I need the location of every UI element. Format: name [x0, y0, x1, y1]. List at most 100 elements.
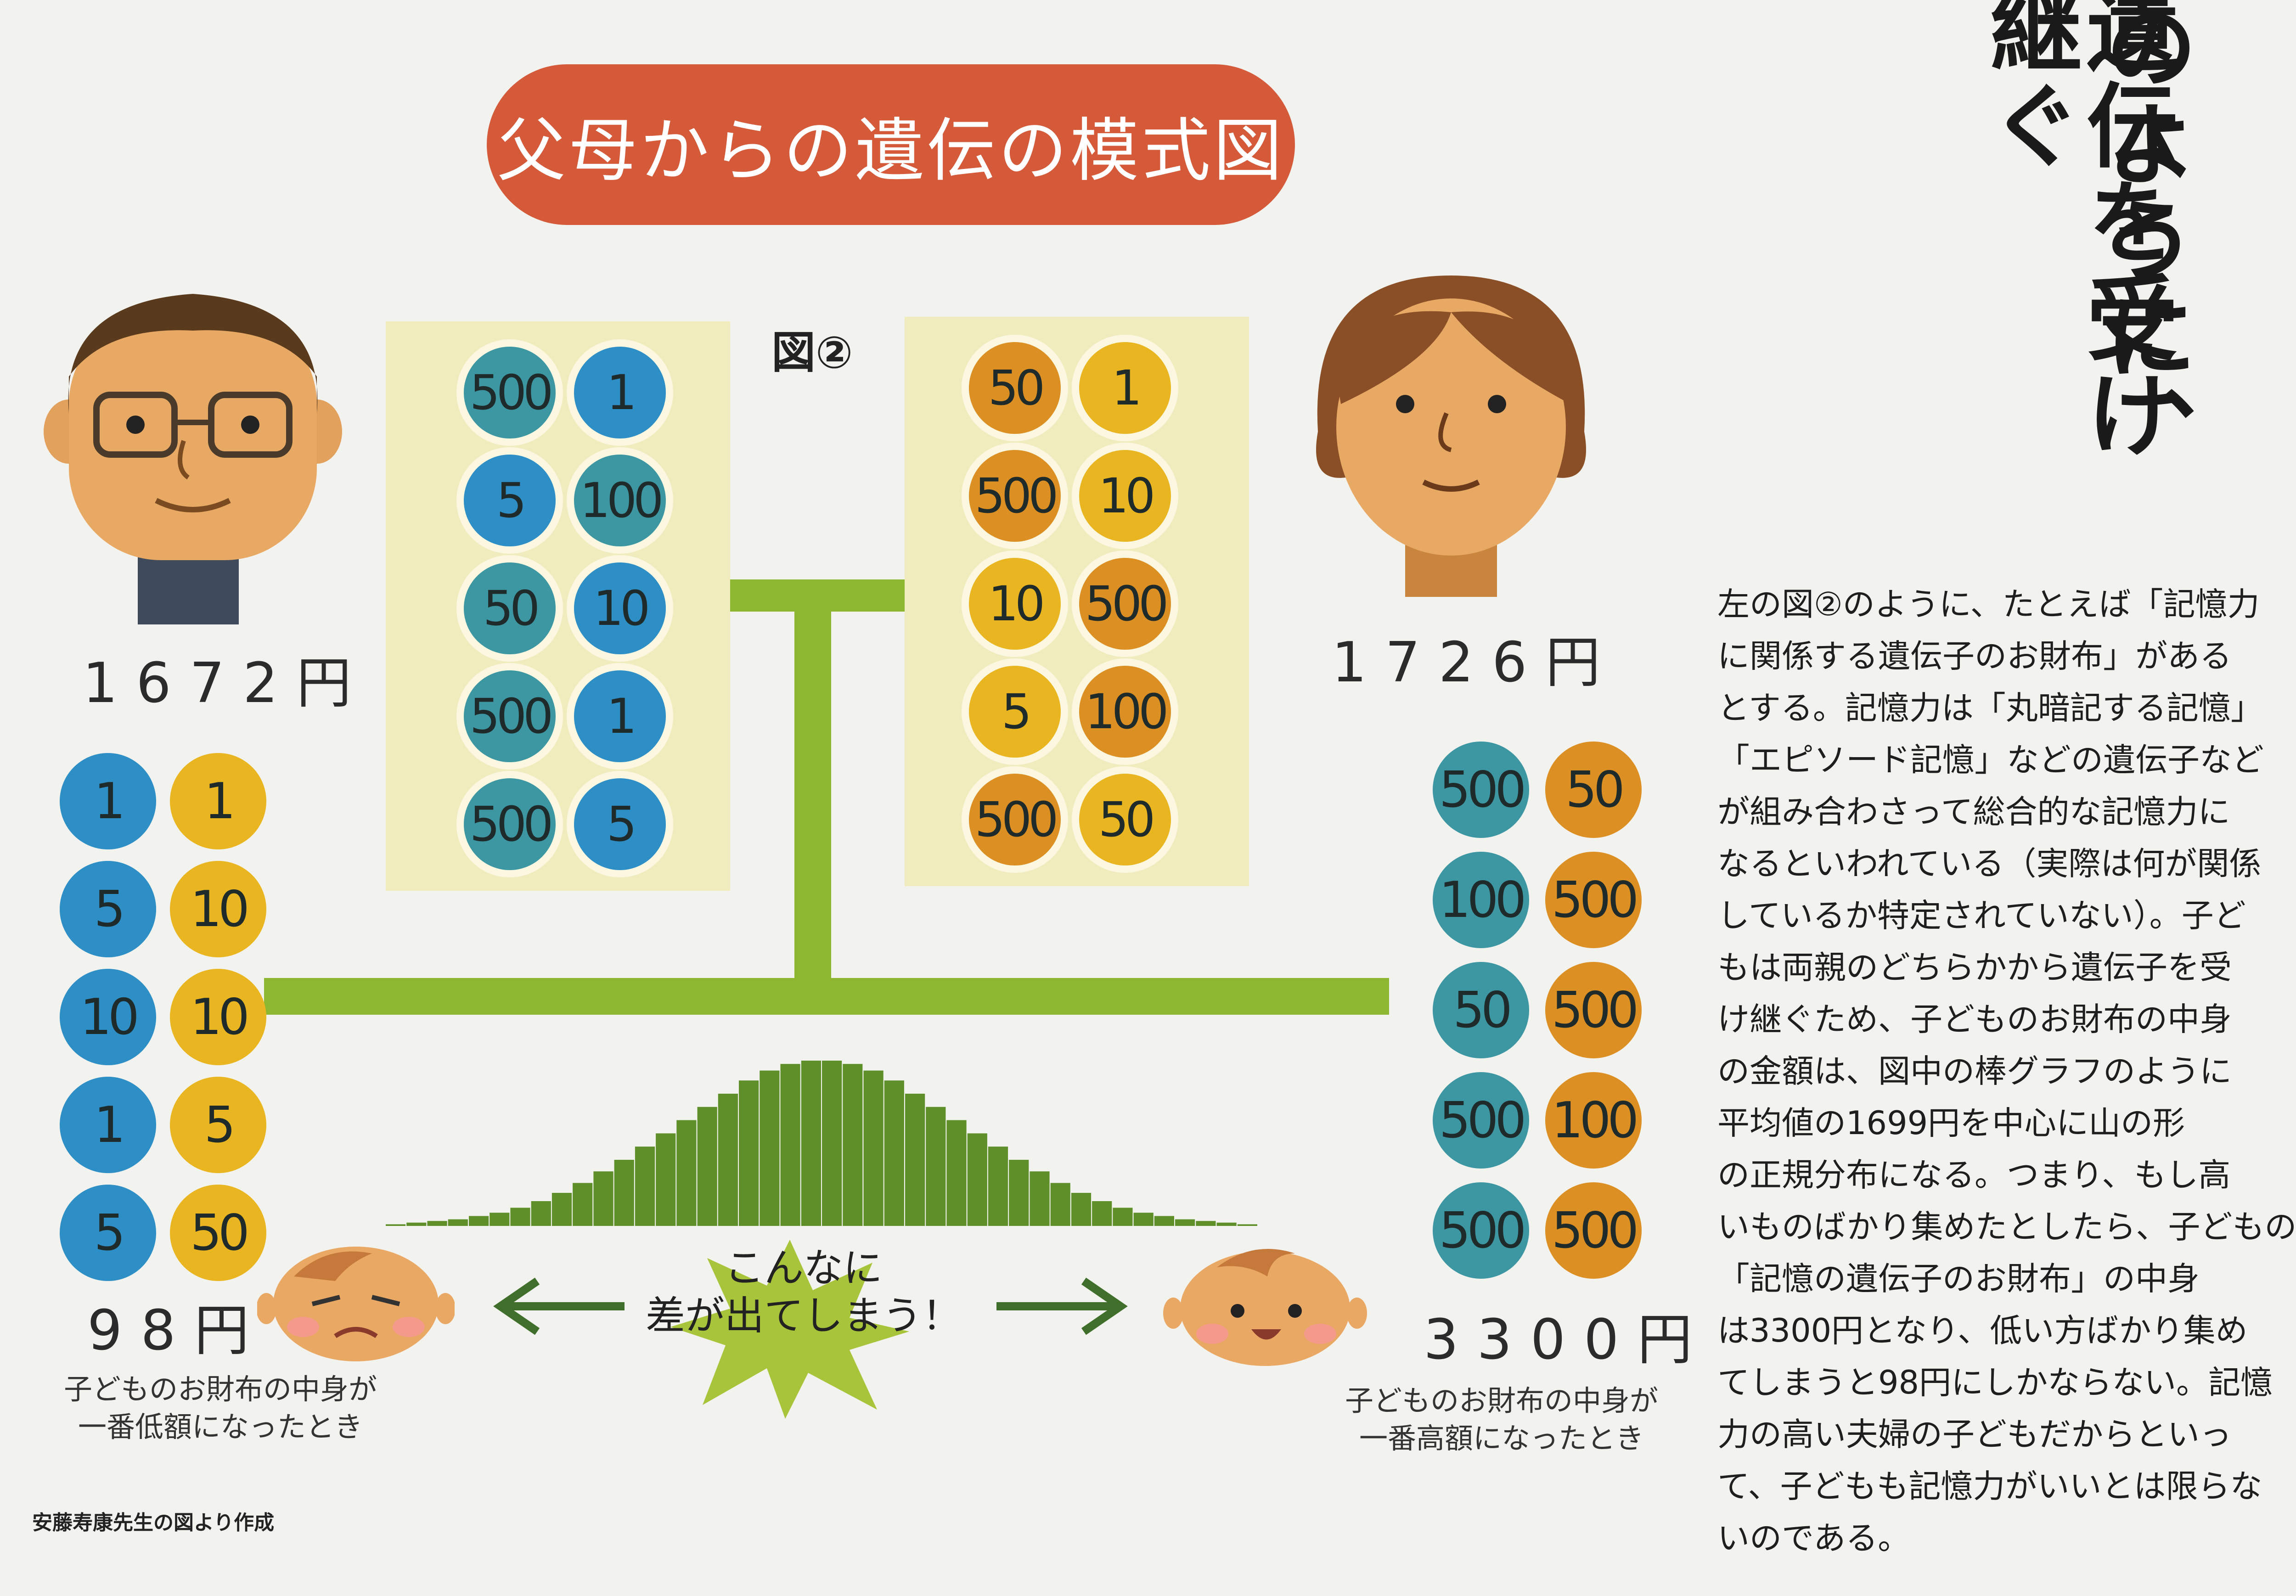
body-line: いのである。: [1717, 1519, 1910, 1557]
coin: 10: [1079, 450, 1171, 542]
coin: 500: [1433, 1182, 1529, 1279]
body-line: の金額は、図中の棒グラフのように: [1717, 1052, 2232, 1090]
body-line: 「エピソード記憶」などの遺伝子など: [1717, 741, 2264, 779]
distribution-bar: [1154, 1216, 1174, 1226]
father-total: 1672円: [83, 652, 370, 715]
coin: 5: [60, 861, 156, 957]
coin: 500: [1545, 962, 1642, 1058]
body-line: 平均値の1699円を中心に山の形: [1717, 1104, 2185, 1142]
distribution-bar: [843, 1064, 863, 1226]
coin: 5: [574, 778, 666, 870]
distribution-bar: [427, 1221, 447, 1226]
body-line: に関係する遺伝子のお財布」がある: [1717, 637, 2232, 675]
distribution-bar: [697, 1107, 717, 1226]
high-caption-line-2: 一番高額になったとき: [1359, 1422, 1644, 1455]
distribution-bar: [635, 1146, 655, 1226]
coin: 100: [1545, 1072, 1642, 1169]
body-line: の正規分布になる。つまり、もし高: [1717, 1156, 2231, 1194]
coin: 1: [60, 1077, 156, 1173]
father-illustration: [44, 294, 342, 624]
distribution-bar: [656, 1133, 676, 1226]
distribution-bar: [448, 1219, 468, 1226]
high-child-total: 3300円: [1424, 1308, 1711, 1372]
distribution-bar: [593, 1171, 613, 1226]
difference-warning: こんなに 差が出てしまう！: [625, 1244, 983, 1340]
body-line: もは両親のどちらかから遺伝子を受: [1717, 949, 2232, 986]
warning-line-1: こんなに: [725, 1245, 883, 1291]
coin: 50: [170, 1185, 266, 1281]
coin: 500: [1433, 742, 1529, 838]
coin: 1: [574, 347, 666, 438]
distribution-bar: [676, 1120, 697, 1226]
distribution-bar: [863, 1070, 884, 1226]
distribution-bar: [967, 1133, 987, 1226]
coin: 1: [1079, 342, 1171, 434]
coin: 50: [1545, 742, 1642, 838]
high-caption-line-1: 子どものお財布の中身が: [1345, 1384, 1658, 1417]
mother-total: 1726円: [1332, 631, 1619, 695]
coin: 500: [464, 670, 556, 762]
coin: 1: [574, 670, 666, 762]
distribution-bar: [573, 1183, 593, 1226]
body-line: が組み合わさって総合的な記憶力に: [1717, 793, 2230, 831]
mother-panel: [905, 317, 1249, 886]
coin: 50: [1433, 962, 1529, 1058]
distribution-bar: [614, 1160, 634, 1226]
distribution-bar: [760, 1070, 780, 1226]
scale-stem: [794, 597, 831, 996]
coin: 10: [170, 861, 266, 957]
distribution-bar: [905, 1094, 925, 1226]
coin: 100: [1433, 852, 1529, 948]
distribution-bar: [386, 1224, 406, 1226]
warning-line-2: 差が出てしまう！: [646, 1293, 962, 1339]
body-line: とする。記憶力は「丸暗記する記憶」: [1717, 689, 2263, 727]
distribution-chart: [386, 1061, 1257, 1226]
distribution-bar: [822, 1061, 842, 1226]
coin: 10: [969, 558, 1061, 650]
distribution-bar: [551, 1193, 572, 1226]
body-line: て、子どもも記憶力がいいとは限らな: [1717, 1467, 2262, 1505]
coin: 500: [464, 778, 556, 870]
coin: 50: [1079, 774, 1171, 865]
article-body: 左の図②のように、たとえば「記憶力に関係する遺伝子のお財布」があるとする。記憶力…: [1717, 579, 2296, 1564]
coin: 1: [170, 753, 266, 849]
distribution-bar: [1113, 1208, 1133, 1226]
coin: 100: [1079, 666, 1171, 758]
coin: 500: [1545, 852, 1642, 948]
low-caption-line-2: 一番低額になったとき: [78, 1410, 363, 1444]
coin: 500: [464, 347, 556, 438]
low-child-caption: 子どものお財布の中身が 一番低額になったとき: [46, 1371, 395, 1446]
body-line: なるといわれている（実際は何が関係: [1717, 845, 2262, 882]
heading-column-1: のように、: [2089, 0, 2196, 482]
body-line: しているか特定されていない）。子ど: [1717, 897, 2246, 934]
body-line: いものばかり集めたとしたら、子どもの: [1717, 1208, 2296, 1246]
burst-shape: [670, 1240, 909, 1419]
coin: 10: [170, 969, 266, 1065]
body-line: け継ぐため、子どものお財布の中身: [1717, 1000, 2232, 1038]
distribution-bar: [1237, 1224, 1257, 1226]
body-line: 左の図②のように、たとえば「記憶力: [1717, 585, 2260, 623]
body-line: てしまうと98円にしかならない。記憶: [1717, 1364, 2273, 1401]
coin: 50: [464, 562, 556, 654]
distribution-bar: [1092, 1201, 1112, 1226]
mother-illustration: [1316, 275, 1586, 597]
coin: 5: [170, 1077, 266, 1173]
coin: 5: [60, 1185, 156, 1281]
low-caption-line-1: 子どものお財布の中身が: [63, 1372, 377, 1406]
distribution-bar: [1175, 1219, 1195, 1226]
distribution-bar: [780, 1064, 800, 1226]
body-line: 「記憶の遺伝子のお財布」の中身: [1717, 1260, 2200, 1298]
low-child-illustration: [257, 1247, 455, 1361]
coin: 100: [574, 455, 666, 546]
coin: 1: [60, 753, 156, 849]
distribution-bar: [1009, 1160, 1029, 1226]
left-arrow-icon: [493, 1277, 625, 1335]
distribution-bar: [406, 1222, 427, 1226]
coin: 50: [969, 342, 1061, 434]
distribution-bar: [988, 1146, 1008, 1226]
diagram-title: 父母からの遺伝の模式図: [496, 111, 1285, 191]
distribution-bar: [1030, 1171, 1050, 1226]
coin: 500: [1545, 1182, 1642, 1279]
distribution-bar: [801, 1061, 821, 1226]
coin: 10: [574, 562, 666, 654]
